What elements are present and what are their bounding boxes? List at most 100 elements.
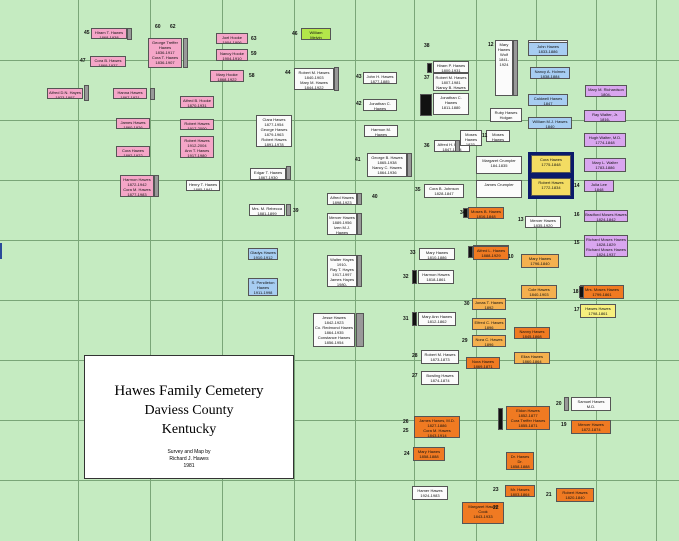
- burial-plot[interactable]: Mercer Hawes 1872-1874: [571, 420, 611, 434]
- burial-plot[interactable]: Robert Hawes 1820-1840: [556, 488, 594, 502]
- headstone: [150, 88, 155, 100]
- burial-plot[interactable]: Clara Hawes 1877-1954 George Hawes 1879-…: [256, 115, 292, 147]
- burial-plot[interactable]: James Crumpler: [476, 180, 522, 198]
- plot-number: 21: [546, 492, 552, 498]
- burial-plot[interactable]: Hanna Hawes 1867-1921: [113, 88, 147, 99]
- burial-plot[interactable]: Robert M. Hawes 1873-1873: [421, 350, 459, 364]
- burial-plot[interactable]: Robert Hawes 1912-2004 Ann T. Hawes 1917…: [180, 136, 214, 158]
- burial-plot[interactable]: Mary Ann Hawes 1812-1862: [418, 312, 456, 326]
- burial-plot[interactable]: Alfred L. Hawes 1888-1929: [473, 246, 509, 260]
- burial-plot[interactable]: Hiram P. Hawes 1800-1931: [433, 61, 469, 73]
- headstone: [455, 140, 460, 152]
- burial-plot[interactable]: Julia Lee 1848: [584, 180, 614, 192]
- burial-plot[interactable]: Harmon Hawes 1872-1942 Cora M. Hawes 187…: [120, 175, 154, 197]
- burial-plot[interactable]: Harmon Hawes 1818-1861: [418, 270, 454, 284]
- burial-plot[interactable]: S. Pendleton Hawes 1911-1998: [248, 278, 278, 296]
- burial-plot[interactable]: Mary Hooke 1868-1922: [210, 70, 244, 82]
- burial-plot[interactable]: Mrs. Moses Hawes 1799-1861: [580, 285, 624, 299]
- grid-line: [536, 0, 537, 541]
- plot-number: 62: [170, 24, 176, 30]
- burial-plot[interactable]: George Treffer Hawes 1836-1917 Cora T. H…: [148, 38, 182, 68]
- burial-plot[interactable]: Mary M. Richardson 1804-: [585, 85, 627, 97]
- burial-plot[interactable]: John Hawes 1833-1886: [528, 42, 568, 56]
- burial-plot[interactable]: Samuel Hawes M.D. 1800-1864: [571, 397, 611, 411]
- burial-plot[interactable]: Cole Hawes 1840-1903: [521, 285, 557, 299]
- burial-plot[interactable]: Jesse Hawes 1842-1923 Co. Redmond Hawes …: [313, 313, 355, 347]
- burial-plot[interactable]: Hamer Hawes 1924-1983: [412, 486, 448, 500]
- burial-plot[interactable]: Jonathan C. Hawes 1811-1880: [433, 93, 469, 115]
- burial-plot[interactable]: Eliza Hawes 1860-1864: [514, 352, 550, 364]
- burial-plot[interactable]: Eldon Hawes 1852-1877 Cora Treffer Hawes…: [506, 406, 550, 430]
- plot-number: 10: [508, 254, 514, 260]
- burial-plot[interactable]: Gladys Hawes 1910-1912: [248, 248, 278, 260]
- plot-number: 20: [556, 401, 562, 407]
- burial-plot[interactable]: Nancy Hooke 1904-1910: [216, 49, 248, 61]
- burial-plot[interactable]: Robert Hawes 1917-2000: [180, 119, 214, 130]
- burial-plot[interactable]: Cora B. Johnson 1828-1847: [424, 184, 464, 198]
- burial-plot[interactable]: Ray Walter, Jr. 1816-: [584, 110, 626, 122]
- burial-plot[interactable]: Moses Hawes 1833-: [460, 130, 482, 146]
- burial-plot[interactable]: Mary Hawes Wolf 1841- 1924: [495, 40, 513, 96]
- burial-plot[interactable]: Cora B. Hawes 1869-1937: [90, 56, 126, 67]
- burial-plot[interactable]: Richard Moses Hawes 1828-1829 Richard Mo…: [584, 235, 628, 257]
- burial-plot[interactable]: Cora Hawes 1892-1922: [116, 146, 150, 157]
- grid-line: [596, 0, 597, 541]
- headstone: [513, 40, 518, 96]
- burial-plot[interactable]: Robert M. Hawes 1840-1903 Mary M. Hawes …: [294, 68, 334, 90]
- burial-plot[interactable]: Robert Hawes 1772-1834: [528, 175, 574, 199]
- burial-plot[interactable]: Alfred B. Hooke 1870-1931: [180, 96, 214, 108]
- grid-line: [0, 60, 679, 61]
- burial-plot[interactable]: Hiram T. Hawes 1868-1938: [91, 28, 127, 39]
- burial-plot[interactable]: Margaret Crumpler 184-1835: [476, 156, 522, 174]
- plot-number: 46: [292, 31, 298, 37]
- headstone: [357, 193, 362, 205]
- burial-plot[interactable]: Mary Hawes 1796-1840: [521, 254, 559, 268]
- burial-plot[interactable]: Hawes Hawes 1798-1861: [580, 304, 616, 318]
- plot-number: 27: [412, 373, 418, 379]
- burial-plot[interactable]: Ruby Hawes Holgan 1916-: [490, 108, 522, 122]
- burial-plot[interactable]: Cora Hawes 1775-1848: [528, 152, 574, 176]
- plot-number: 15: [574, 240, 580, 246]
- burial-plot[interactable]: Mercer Hawes 1889-1956 Izen M.J. Hawes 1…: [327, 213, 357, 235]
- burial-plot[interactable]: Caldwell Hawes 1847: [528, 94, 568, 106]
- burial-plot[interactable]: Bradford Moses Hawes 1824-1842: [584, 210, 628, 222]
- burial-plot[interactable]: Moses Hawes 1844: [486, 130, 510, 142]
- burial-plot[interactable]: Nora Hawes 1869-1871: [466, 357, 500, 369]
- burial-plot[interactable]: Mercer Hawes 1835-1920: [525, 216, 561, 228]
- burial-plot[interactable]: Mrs. M. Rebecca 1881-1899: [249, 204, 285, 216]
- burial-plot[interactable]: Edgar T. Hawes 1867-1930: [250, 168, 286, 180]
- burial-plot[interactable]: Nancy A. Holmes 1838-1884: [530, 67, 570, 79]
- burial-plot[interactable]: Robert M. Hawes 1807-1981 Nancy B. Hawes…: [433, 73, 469, 91]
- burial-plot[interactable]: George B. Hawes 1865-1938 Nancy C. Hawes…: [367, 153, 407, 177]
- burial-plot[interactable]: Jonas T. Hawes 1892: [472, 298, 506, 310]
- burial-plot[interactable]: Margaret Hawes Cook 1843-1933: [462, 502, 504, 524]
- burial-plot[interactable]: Henry T. Hawes 1885-1941: [186, 180, 220, 191]
- burial-plot[interactable]: William M.J. Hawes 1840: [528, 117, 572, 129]
- burial-plot[interactable]: Joel Hooke 1904-1906: [216, 33, 248, 44]
- plot-number: 17: [574, 307, 580, 313]
- burial-plot[interactable]: Mr. Hawes 1803-1864: [505, 485, 535, 497]
- burial-plot[interactable]: Alfred Hawes 1898-1923: [327, 193, 357, 205]
- grid-line: [294, 0, 295, 541]
- burial-plot[interactable]: John H. Hawes 1877-1885: [363, 72, 397, 84]
- burial-plot[interactable]: Mary Hawes 1810-1886: [419, 248, 455, 260]
- burial-plot[interactable]: Jonathan C. Hawes 1824-1894: [363, 99, 397, 111]
- burial-plot[interactable]: William Melvin 1905-1908: [301, 28, 331, 40]
- burial-plot[interactable]: Harmon M. Hawes 1886-1886: [364, 125, 398, 137]
- burial-plot[interactable]: Elfred C. Hawes 1896: [472, 318, 506, 330]
- burial-plot[interactable]: Moses B. Hawes 1816-1848: [468, 207, 504, 219]
- burial-plot[interactable]: James Hawes, M.D. 1827-1886 Cora M. Hawe…: [414, 416, 460, 438]
- burial-plot[interactable]: Nora C. Hawes 1896: [472, 335, 506, 347]
- burial-plot[interactable]: James Hawes 1860-1926: [116, 118, 150, 129]
- burial-plot[interactable]: Mary L. Walter 1783-1886: [584, 158, 626, 172]
- burial-plot[interactable]: Nanny Hawes 1845-1868: [514, 327, 550, 339]
- burial-plot[interactable]: Hugh Walter, M.D. 1774-1848: [584, 133, 626, 147]
- burial-plot[interactable]: Dr. Hawes Dr. 1858-1888: [506, 452, 534, 470]
- burial-plot[interactable]: Alfred D.N. Hayes 1923-1997: [47, 88, 83, 99]
- burial-plot[interactable]: Walter Hayes 1910- Ray T. Hayes 1917-199…: [327, 255, 357, 287]
- headstone: [357, 213, 362, 235]
- map-credit-2: Richard J. Hawes: [169, 456, 209, 462]
- burial-plot[interactable]: Bowling Hawes 1874-1874: [421, 371, 459, 385]
- burial-plot[interactable]: Mary Hawes 1858-1888: [413, 447, 445, 461]
- headstone: [286, 204, 291, 216]
